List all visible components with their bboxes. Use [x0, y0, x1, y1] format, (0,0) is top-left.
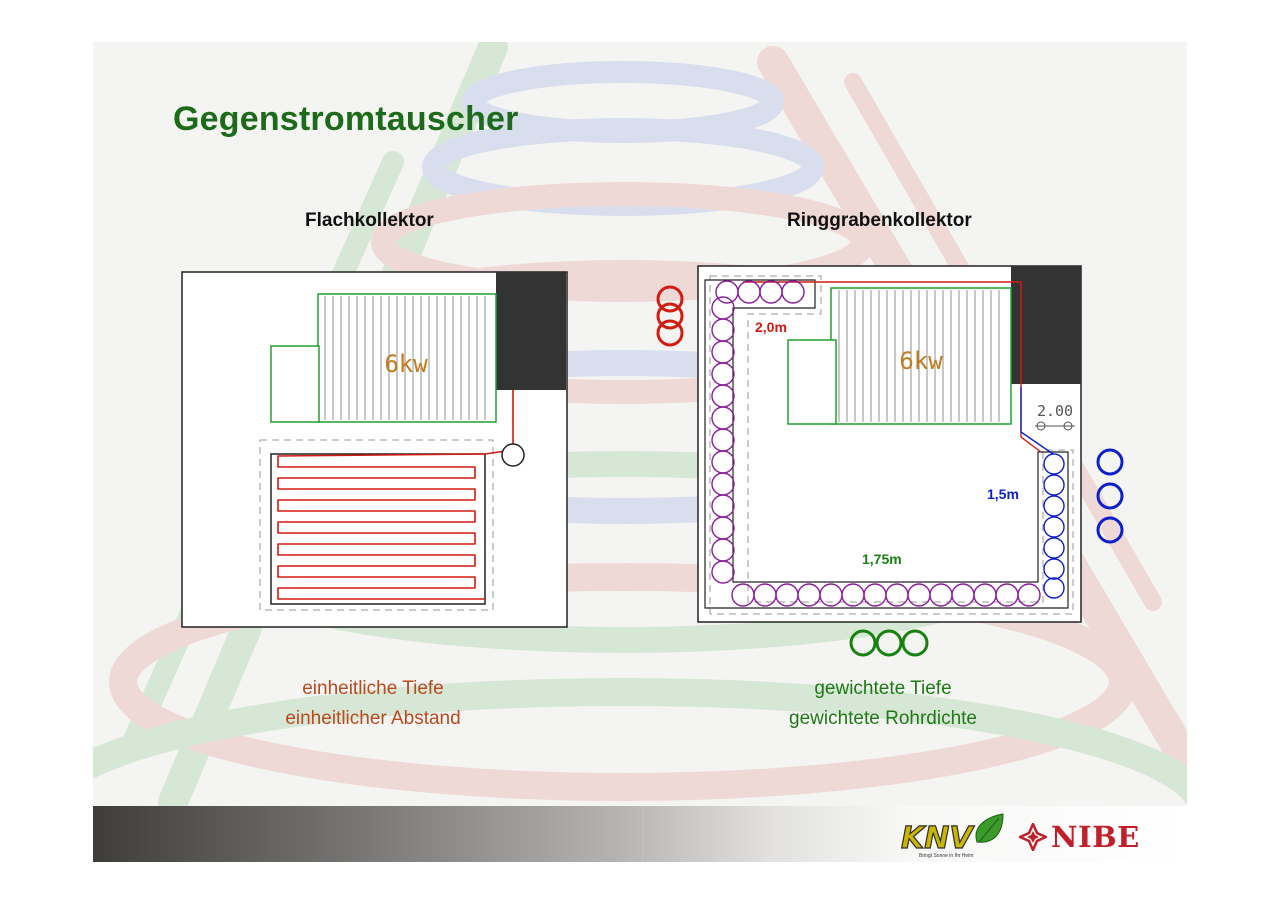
dimension-label-small: 2.00 — [1037, 402, 1073, 420]
legend-rings-blue — [1096, 448, 1124, 544]
dimension-tick-left — [1036, 421, 1046, 431]
caption-left-line2: einheitlicher Abstand — [285, 708, 461, 729]
knv-slogan: Bringt Sonne in Ihr Heim — [919, 853, 973, 859]
caption-left-line1: einheitliche Tiefe — [302, 678, 444, 699]
caption-right-line1: gewichtete Tiefe — [814, 678, 952, 699]
house-outline-right — [830, 287, 1012, 425]
knv-logo: KNV Bringt Sonne in Ihr Heim — [900, 813, 1004, 859]
collector-zone — [259, 439, 494, 611]
distribution-shaft — [501, 443, 525, 467]
page-title: Gegenstromtauscher — [173, 100, 519, 138]
knv-leaf-vein — [978, 817, 1000, 843]
nibe-logo-text: NIBE — [1051, 820, 1140, 854]
dim-label-red: 2,0m — [755, 319, 787, 335]
nibe-logo: NIBE — [1019, 820, 1140, 854]
legend-rings-red — [656, 285, 684, 347]
heading-flachkollektor: Flachkollektor — [305, 210, 434, 231]
trench-dashed-outline — [709, 275, 1074, 615]
garage-outline — [270, 345, 320, 423]
caption-right-line2: gewichtete Rohrdichte — [789, 708, 977, 729]
power-label-right: 6kw — [899, 347, 943, 375]
slide: Gegenstromtauscher Flachkollektor Ringgr… — [93, 42, 1187, 862]
knv-logo-text: KNV — [901, 821, 975, 856]
footer-divider — [642, 806, 643, 862]
power-label-left: 6kw — [384, 350, 428, 378]
garage-outline-right — [787, 339, 837, 425]
flat-collector-plan: 6kw — [181, 271, 568, 628]
house-hatching — [324, 296, 486, 420]
house-hatching-right — [838, 290, 1000, 422]
collector-pipe-meander — [277, 390, 514, 600]
legend-rings-green — [849, 629, 929, 657]
collector-field — [270, 453, 486, 605]
heading-ringgrabenkollektor: Ringgrabenkollektor — [787, 210, 972, 231]
ring-trench-collector-plan: 6kw 2.00 2,0m 1,5m — [697, 265, 1082, 623]
dim-label-green: 1,75m — [862, 551, 902, 567]
trench-outline — [704, 279, 1069, 609]
footer-bar: KNV Bringt Sonne in Ihr Heim NIBE — [93, 806, 1187, 862]
neighbor-building — [496, 272, 566, 390]
pipe-rings-blue — [1043, 453, 1065, 599]
collector-diagrams: 6kw 6kw — [181, 265, 1124, 657]
nibe-star-icon — [1019, 823, 1047, 851]
return-pipe-blue — [1020, 387, 1054, 455]
pipe-rings-purple — [711, 280, 1041, 607]
neighbor-building-right — [1011, 266, 1081, 384]
dimension-tick-right — [1063, 421, 1073, 431]
dim-label-blue: 1,5m — [987, 486, 1019, 502]
